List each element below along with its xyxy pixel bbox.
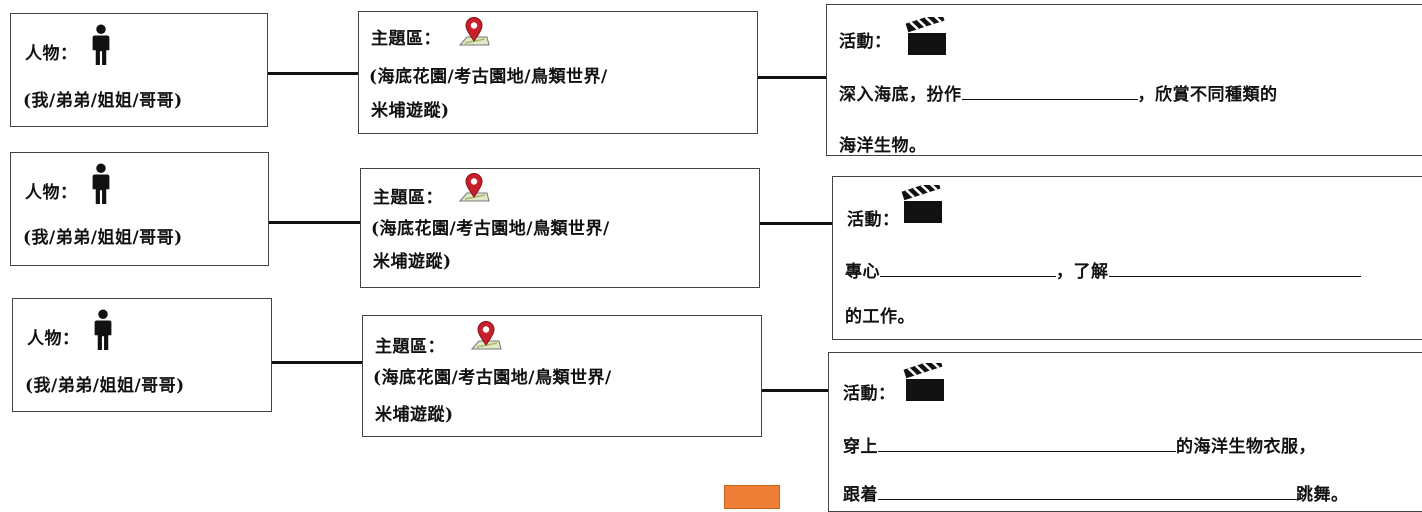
fill-in-blank[interactable] (878, 435, 1176, 452)
connector-line (268, 72, 358, 75)
person-icon (92, 309, 114, 351)
activity-line1: 穿上 的海洋生物衣服， (843, 432, 1316, 457)
map-pin-icon (469, 321, 503, 353)
zone-label: 主題區： (373, 188, 443, 208)
connector-line (760, 222, 832, 225)
person-box: 人物： (我/弟弟/姐姐/哥哥) (10, 152, 269, 266)
activity-line2: 海洋生物。 (839, 136, 927, 156)
zone-options-line1: (海底花園/考古園地/鳥類世界/ (371, 219, 610, 239)
person-label: 人物： (25, 183, 78, 203)
map-pin-icon (457, 17, 491, 49)
activity-text: 深入海底，扮作 (839, 85, 962, 105)
person-options: (我/弟弟/姐姐/哥哥) (23, 228, 183, 248)
activity-text: 跟着 (843, 485, 878, 505)
person-icon (90, 24, 112, 66)
zone-options-line1: (海底花園/考古園地/鳥類世界/ (373, 368, 612, 388)
zone-options-line2: 米埔遊蹤) (371, 101, 450, 121)
clapperboard-icon (905, 17, 949, 57)
zone-options-line2: 米埔遊蹤) (373, 252, 452, 272)
zone-label: 主題區： (371, 29, 441, 49)
activity-text: 穿上 (843, 437, 878, 457)
person-label: 人物： (25, 44, 78, 64)
activity-text: ，欣賞不同種類的 (1137, 85, 1278, 105)
activity-box: 活動： 深入海底，扮作 ，欣賞不同種類的 海洋生物。 (826, 4, 1422, 156)
zone-options-line2: 米埔遊蹤) (375, 405, 454, 425)
person-options: (我/弟弟/姐姐/哥哥) (25, 376, 185, 396)
activity-label: 活動： (839, 32, 892, 52)
fill-in-blank[interactable] (961, 83, 1138, 100)
person-label: 人物： (27, 329, 80, 349)
connector-line (758, 76, 826, 79)
activity-text: 的海洋生物衣服， (1176, 437, 1316, 457)
theme-zone-box: 主題區： (海底花園/考古園地/鳥類世界/ 米埔遊蹤) (358, 11, 758, 134)
activity-text: 跳舞。 (1296, 485, 1349, 505)
connector-line (269, 221, 360, 224)
activity-box: 活動： 穿上 的海洋生物衣服， 跟着 跳舞。 (828, 352, 1422, 512)
clapperboard-icon (903, 363, 947, 403)
activity-label: 活動： (843, 384, 896, 404)
fill-in-blank[interactable] (1108, 260, 1361, 277)
activity-line2: 的工作。 (845, 307, 915, 327)
fill-in-blank[interactable] (880, 260, 1056, 277)
zone-label: 主題區： (375, 337, 445, 357)
connector-line (272, 361, 362, 364)
activity-line1: 深入海底，扮作 ，欣賞不同種類的 (839, 80, 1278, 105)
activity-line2: 跟着 跳舞。 (843, 480, 1349, 505)
theme-zone-box: 主題區： (海底花園/考古園地/鳥類世界/ 米埔遊蹤) (362, 315, 762, 437)
person-icon (90, 163, 112, 205)
orange-block (724, 485, 780, 509)
clapperboard-icon (901, 185, 945, 225)
activity-label: 活動： (847, 210, 900, 230)
activity-box: 活動： 專心 ，了解 的工作。 (832, 176, 1422, 340)
connector-line (762, 389, 828, 392)
activity-line1: 專心 ，了解 (845, 257, 1361, 282)
person-options: (我/弟弟/姐姐/哥哥) (23, 91, 183, 111)
zone-options-line1: (海底花園/考古園地/鳥類世界/ (369, 67, 608, 87)
theme-zone-box: 主題區： (海底花園/考古園地/鳥類世界/ 米埔遊蹤) (360, 168, 760, 288)
map-pin-icon (457, 173, 491, 205)
person-box: 人物： (我/弟弟/姐姐/哥哥) (12, 298, 272, 412)
fill-in-blank[interactable] (878, 483, 1296, 500)
activity-text: 專心 (845, 262, 880, 282)
person-box: 人物： (我/弟弟/姐姐/哥哥) (10, 13, 268, 127)
activity-text: ，了解 (1056, 262, 1109, 282)
